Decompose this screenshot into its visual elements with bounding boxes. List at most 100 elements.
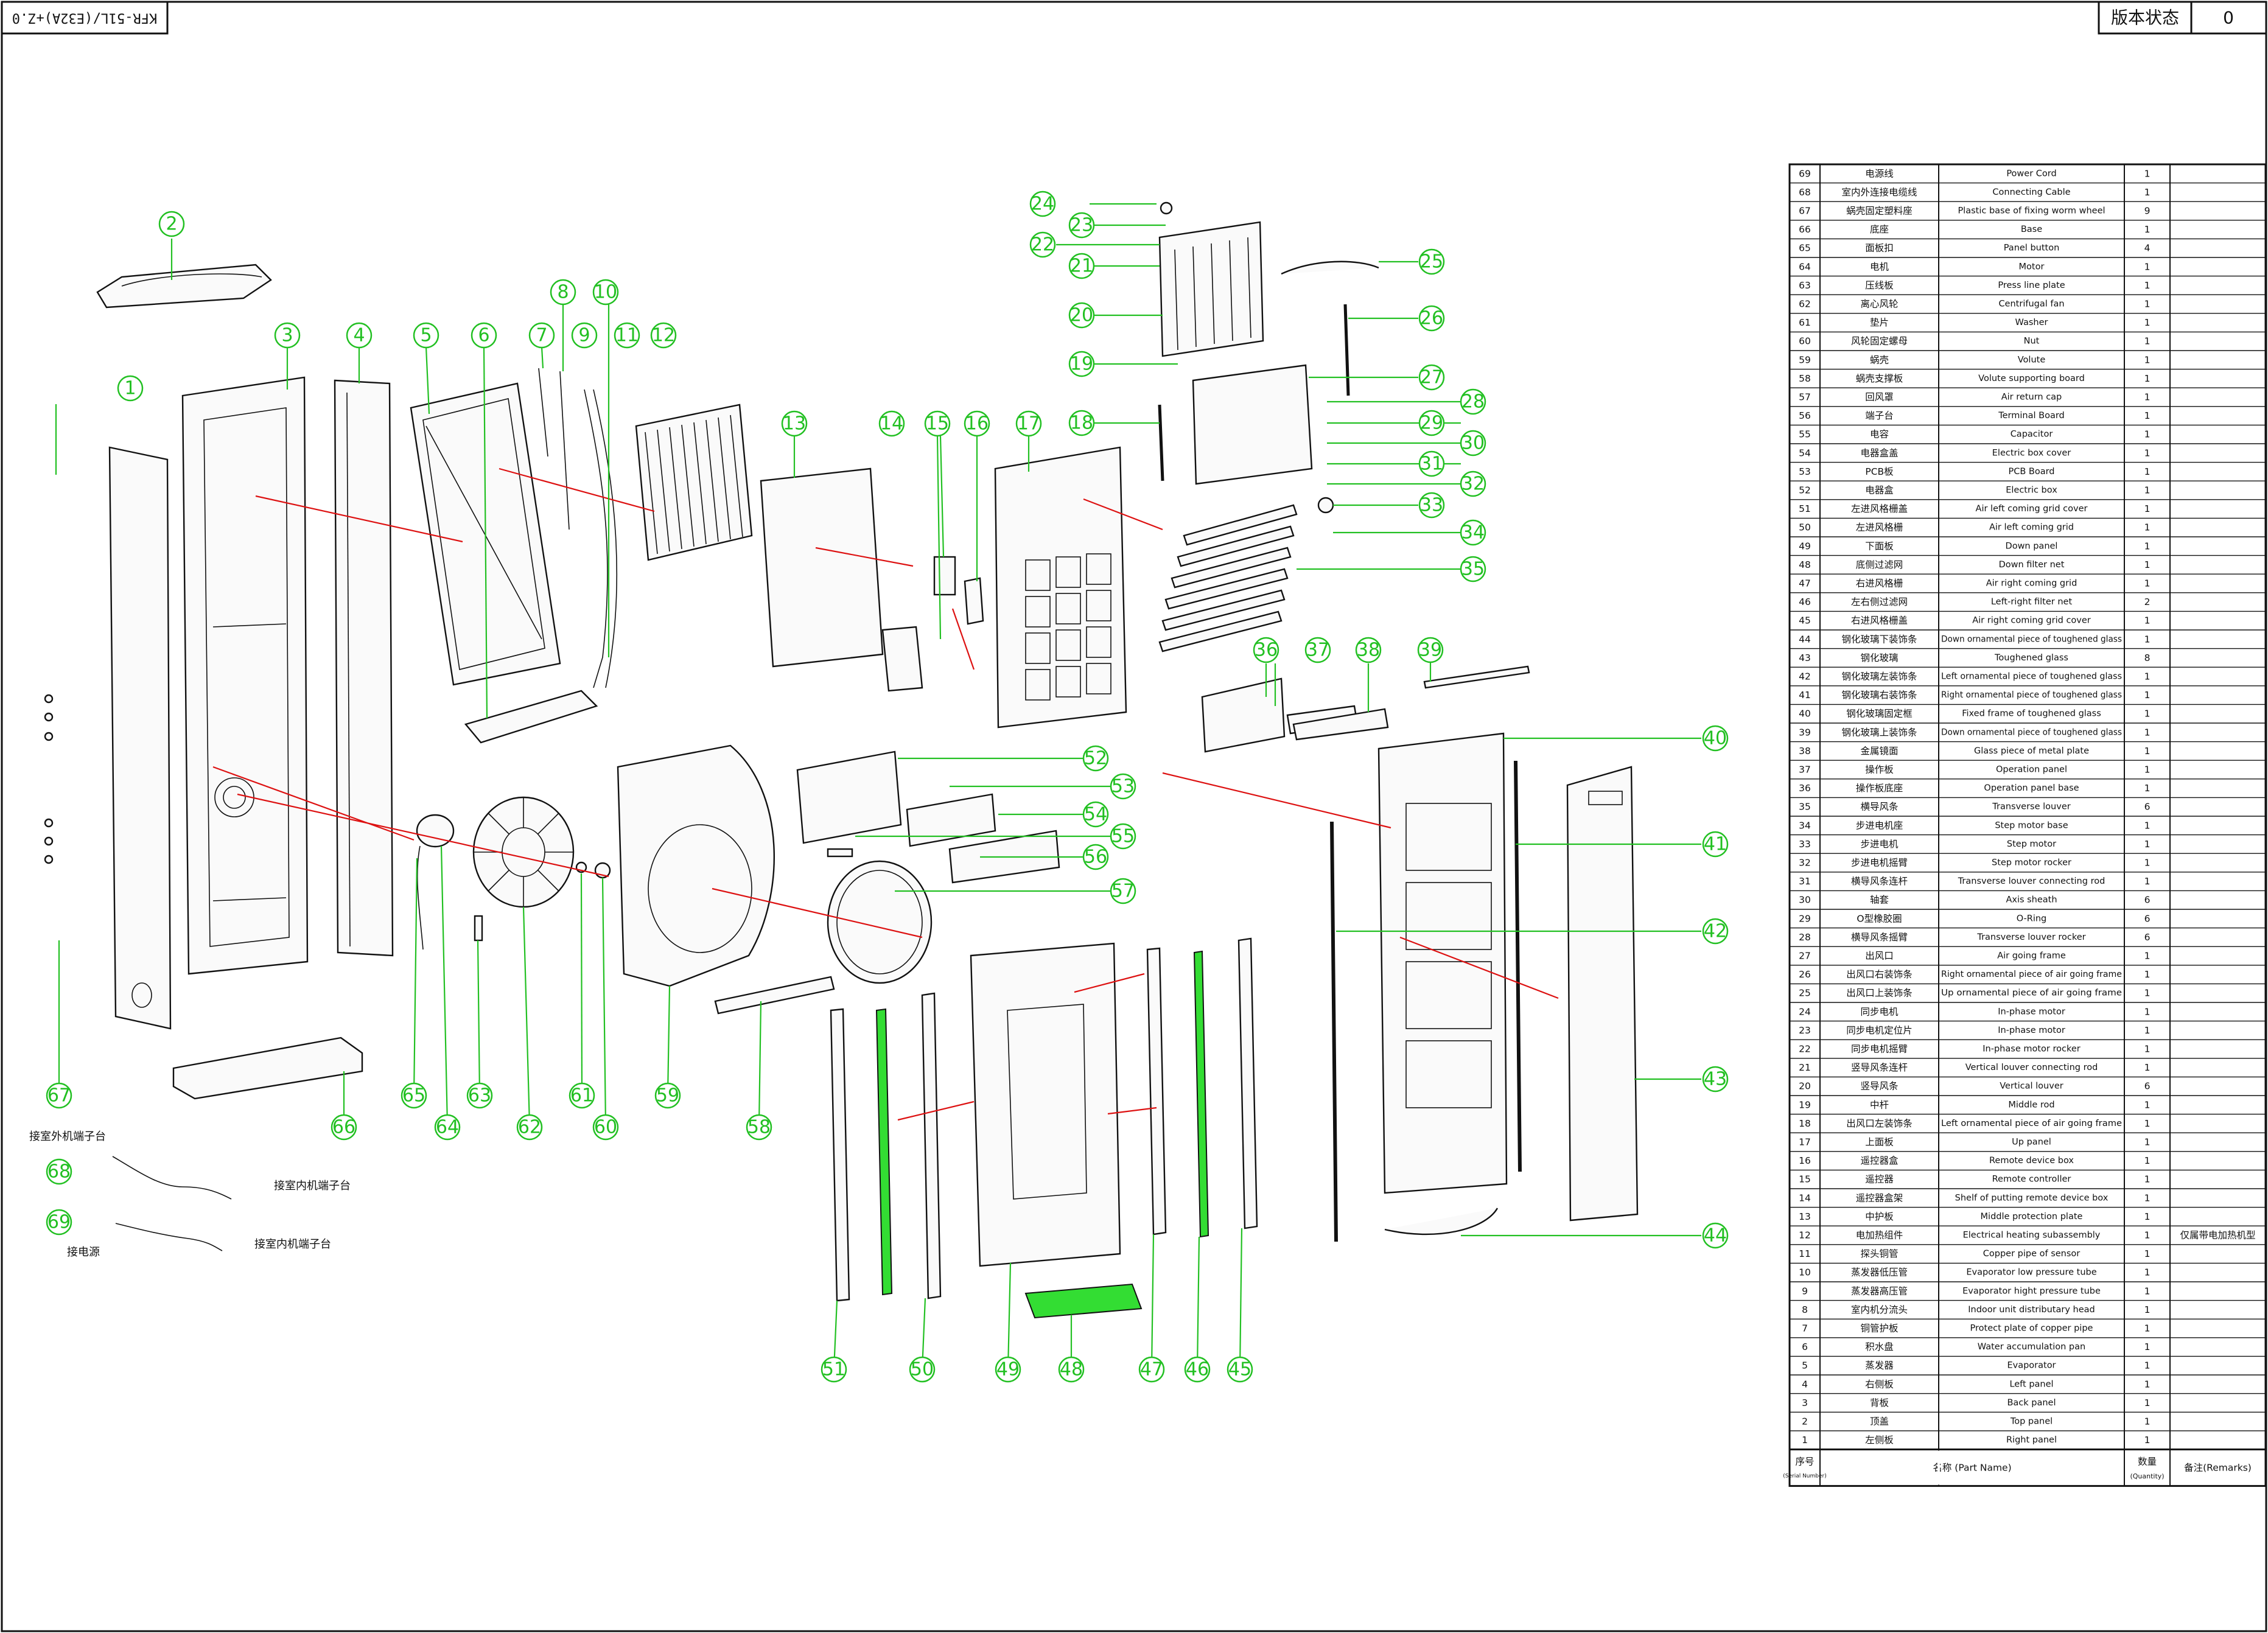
- callout-39: 39: [1417, 637, 1444, 663]
- table-cell-no: 7: [1802, 1323, 1808, 1334]
- table-cell-qty: 1: [2144, 392, 2151, 403]
- table-cell-no: 63: [1799, 280, 1811, 291]
- table-cell-en: Transverse louver: [1992, 802, 2070, 812]
- callout-2: 2: [158, 211, 185, 237]
- table-cell-cn: 蜗壳: [1870, 354, 1889, 365]
- callout-8: 8: [550, 279, 576, 306]
- table-cell-qty: 1: [2144, 1099, 2151, 1110]
- table-cell-qty: 1: [2144, 615, 2151, 626]
- table-cell-qty: 1: [2144, 839, 2151, 850]
- table-cell-qty: 1: [2144, 746, 2151, 757]
- table-cell-qty: 6: [2144, 913, 2151, 924]
- table-cell-cn: 操作板: [1865, 764, 1894, 775]
- part-water-pan: [464, 690, 598, 744]
- table-header-qty: 数量: [2138, 1456, 2157, 1467]
- callout-67: 67: [46, 1082, 72, 1109]
- table-cell-qty: 1: [2144, 969, 2151, 980]
- table-cell-en: Connecting Cable: [1992, 187, 2070, 197]
- table-cell-no: 42: [1799, 671, 1811, 682]
- red-leader-lines: [212, 467, 1559, 1121]
- table-cell-qty: 6: [2144, 895, 2151, 906]
- svg-text:44: 44: [1704, 1225, 1727, 1247]
- table-cell-cn: 端子台: [1865, 410, 1894, 421]
- table-cell-qty: 8: [2144, 652, 2151, 663]
- table-cell-cn: 同步电机定位片: [1846, 1025, 1913, 1036]
- table-cell-no: 28: [1799, 932, 1811, 943]
- part-volute-support: [714, 976, 835, 1015]
- table-cell-en: Up ornamental piece of air going frame: [1941, 988, 2122, 998]
- table-cell-cn: 室内机分流头: [1851, 1304, 1908, 1315]
- callout-19: 19: [1068, 351, 1095, 377]
- part-remote-controller: [933, 556, 956, 596]
- table-cell-qty: 1: [2144, 1211, 2151, 1222]
- table-cell-no: 20: [1799, 1081, 1811, 1092]
- table-cell-no: 10: [1799, 1267, 1811, 1278]
- table-cell-en: Right ornamental piece of air going fram…: [1941, 970, 2122, 979]
- table-cell-en: Left ornamental piece of air going frame: [1941, 1119, 2122, 1128]
- table-cell-cn: 电器盒: [1865, 485, 1894, 496]
- table-cell-qty: 1: [2144, 951, 2151, 962]
- svg-text:21: 21: [1070, 256, 1093, 277]
- table-cell-qty: 1: [2144, 187, 2151, 198]
- table-header-serial-en: (Serial Number): [1783, 1473, 1827, 1479]
- table-cell-no: 38: [1799, 746, 1811, 757]
- note-indoor-terminal-2: 接室内机端子台: [254, 1238, 331, 1251]
- svg-text:9: 9: [578, 325, 590, 346]
- callout-32: 32: [1460, 470, 1486, 497]
- callout-35: 35: [1460, 556, 1486, 582]
- table-cell-en: Transverse louver connecting rod: [1958, 876, 2105, 886]
- table-cell-qty: 1: [2144, 522, 2151, 533]
- callout-13: 13: [781, 410, 808, 437]
- table-cell-qty: 6: [2144, 1081, 2151, 1092]
- part-metal-glass: [1292, 708, 1389, 741]
- callout-22: 22: [1029, 231, 1056, 258]
- svg-text:34: 34: [1461, 522, 1485, 544]
- svg-text:62: 62: [518, 1117, 541, 1138]
- table-cell-en: Fixed frame of toughened glass: [1962, 709, 2101, 719]
- table-cell-no: 48: [1799, 559, 1811, 570]
- table-cell-cn: 横导风条: [1860, 802, 1898, 813]
- table-cell-no: 1: [1802, 1435, 1808, 1446]
- svg-text:13: 13: [783, 413, 806, 435]
- part-left-ornamental: [1158, 404, 1164, 481]
- table-cell-cn: 金属镜面: [1860, 745, 1898, 757]
- table-cell-no: 24: [1799, 1006, 1811, 1017]
- table-cell-cn: 出风口左装饰条: [1846, 1118, 1913, 1129]
- svg-text:25: 25: [1420, 251, 1443, 273]
- table-cell-en: Transverse louver rocker: [1976, 932, 2085, 942]
- table-cell-qty: 1: [2144, 373, 2151, 384]
- callout-23: 23: [1068, 212, 1095, 239]
- callout-28: 28: [1460, 388, 1486, 415]
- table-cell-no: 36: [1799, 783, 1811, 794]
- table-cell-no: 45: [1799, 615, 1811, 626]
- table-cell-en: Step motor: [2007, 839, 2056, 849]
- table-cell-qty: 1: [2144, 429, 2151, 440]
- table-cell-qty: 1: [2144, 317, 2151, 328]
- callout-25: 25: [1418, 248, 1445, 275]
- callout-45: 45: [1227, 1356, 1253, 1383]
- table-cell-en: Up panel: [2012, 1138, 2051, 1147]
- table-cell-cn: 左侧板: [1865, 1435, 1894, 1446]
- table-cell-cn: 电器盒盖: [1860, 447, 1898, 458]
- table-cell-en: In-phase motor rocker: [1983, 1044, 2080, 1054]
- callout-1: 1: [117, 375, 144, 402]
- table-cell-qty: 1: [2144, 1006, 2151, 1017]
- version-value: 0: [2223, 8, 2234, 28]
- table-cell-no: 43: [1799, 652, 1811, 663]
- svg-text:65: 65: [402, 1085, 425, 1107]
- part-left-grid-cover: [830, 1008, 850, 1302]
- table-cell-qty: 1: [2144, 299, 2151, 310]
- table-cell-qty: 1: [2144, 1341, 2151, 1352]
- part-down-glass-ornament: [1384, 1208, 1499, 1236]
- table-cell-en: Volute: [2018, 355, 2046, 365]
- table-cell-cn: 钢化玻璃右装饰条: [1841, 690, 1917, 701]
- table-header-qty-en: (Quantity): [2130, 1472, 2164, 1480]
- table-cell-en: Right ornamental piece of toughened glas…: [1941, 690, 2122, 700]
- table-cell-en: Down filter net: [1999, 560, 2065, 570]
- table-cell-no: 2: [1802, 1416, 1808, 1427]
- table-cell-no: 5: [1802, 1360, 1808, 1371]
- part-transverse-louvers: [1158, 504, 1298, 652]
- callout-43: 43: [1702, 1066, 1729, 1093]
- note-outdoor-terminal: 接室外机端子台: [29, 1130, 106, 1143]
- table-cell-qty: 1: [2144, 578, 2151, 589]
